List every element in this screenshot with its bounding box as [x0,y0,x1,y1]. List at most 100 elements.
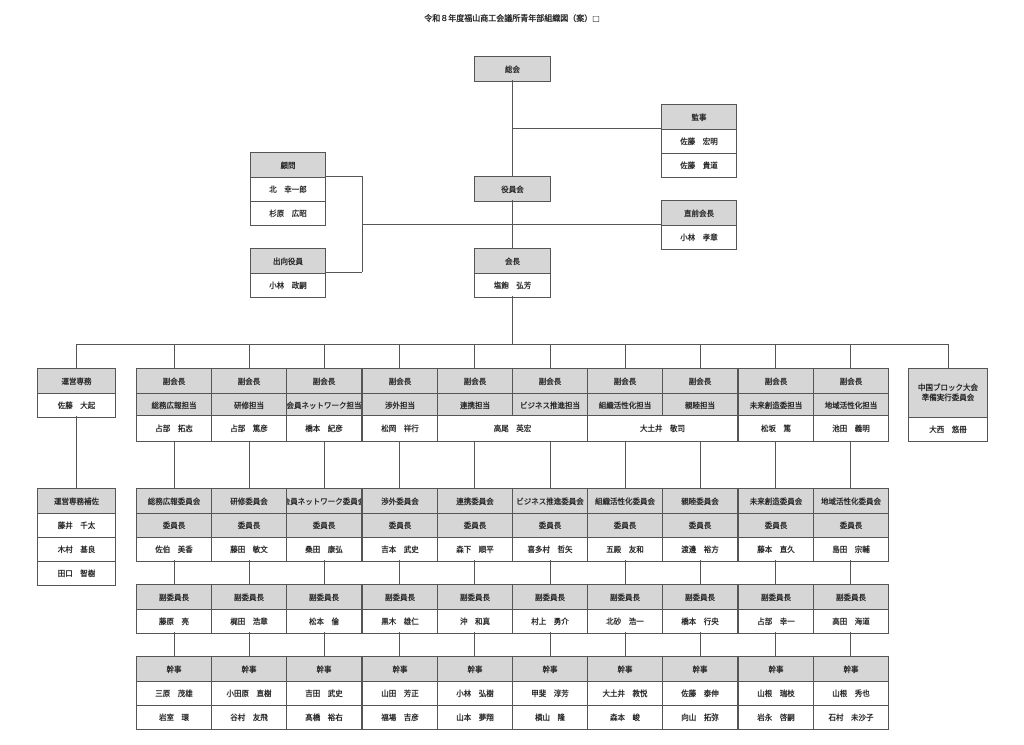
box-header: 副会長 [212,369,286,393]
auditors-box: 監事佐藤 宏明佐藤 貴道 [661,104,737,178]
member-name: 藤本 直久 [739,537,813,561]
box-header: 地域活性化担当 [814,393,888,417]
connector-line [76,416,78,488]
secretary-box: 幹事山田 芳正福場 吉彦 [362,656,438,730]
vice-president-box: 副会長総務広報担当 [136,368,212,418]
connector-line [399,632,401,656]
member-name: 大土井 敬司 [640,424,685,433]
vice-president-name: 高尾 英宏 [437,415,588,442]
box-header: 渉外担当 [363,393,437,417]
box-header: 委員長 [513,513,587,537]
member-name: 占部 拓志 [155,424,193,433]
member-name: 佐藤 宏明 [662,129,736,153]
box-header: 副委員長 [287,585,361,609]
box-header: 幹事 [588,657,662,681]
member-name: 山根 秀也 [814,681,888,705]
committee-box: 渉外委員会委員長吉本 武史 [362,488,438,562]
member-name: 山本 夢翔 [438,705,512,729]
box-header: 地域活性化委員会 [814,489,888,513]
connector-line [324,344,326,368]
committee-box: 未来創造委員会委員長藤本 直久 [738,488,814,562]
member-name: 大西 悠冊 [909,417,987,441]
member-name: 松坂 篤 [761,424,791,433]
connector-line [399,440,401,488]
vice-president-box: 副会長渉外担当 [362,368,438,418]
connector-line [550,344,552,368]
committee-box: 組織活性化委員会委員長五殿 友和 [587,488,663,562]
member-name: 塩飽 弘芳 [475,273,550,297]
vice-chair-box: 副委員長黒木 雄仁 [362,584,438,634]
connector-line [700,632,702,656]
member-name: 小田原 直樹 [212,681,286,705]
connector-line [700,344,702,368]
vice-chair-box: 副委員長高田 海道 [813,584,889,634]
page-title: 令和８年度福山商工会議所青年部組織図（案）□ [424,14,600,23]
box-header: 副会長 [513,369,587,393]
member-name: 梶田 浩章 [212,609,286,633]
member-name: 村上 勇介 [513,609,587,633]
box-header: 研修担当 [212,393,286,417]
box-header: 総務広報担当 [137,393,211,417]
vice-president-box: 副会長ビジネス推進担当 [512,368,588,418]
member-name: 小林 弘樹 [438,681,512,705]
box-header: 監事 [662,105,736,129]
board-box: 役員会 [474,176,551,202]
connector-line [474,632,476,656]
box-header: 運営専務 [38,369,115,393]
member-name: 森下 順平 [438,537,512,561]
box-header: 幹事 [663,657,737,681]
vice-president-name: 占部 拓志 [136,415,212,442]
box-header: 委員長 [212,513,286,537]
connector-line [325,272,362,274]
box-header: 副会長 [363,369,437,393]
connector-line [625,344,627,368]
connector-line [850,632,852,656]
member-name: 池田 義明 [832,424,870,433]
member-name: 木村 基良 [38,537,115,561]
vice-president-box: 副会長地域活性化担当 [813,368,889,418]
member-name: 黒木 雄仁 [363,609,437,633]
secretary-box: 幹事小田原 直樹谷村 友飛 [211,656,287,730]
member-name: 藤田 敏文 [212,537,286,561]
box-header: 総会 [475,57,550,81]
member-name: 髙橋 裕右 [287,705,361,729]
box-header: 会員ネットワーク担当 [287,393,361,417]
connector-line [948,344,950,368]
box-header: 幹事 [287,657,361,681]
connector-line [625,440,627,488]
member-name: 谷村 友飛 [212,705,286,729]
box-header: 研修委員会 [212,489,286,513]
member-name: 五殿 友和 [588,537,662,561]
member-name: 島田 宗輔 [814,537,888,561]
member-name: 甲斐 淳芳 [513,681,587,705]
vice-chair-box: 副委員長沖 和真 [437,584,513,634]
member-name: 橋本 行央 [663,609,737,633]
box-header: 副委員長 [363,585,437,609]
box-header: 副会長 [438,369,512,393]
member-name: 北 幸一郎 [251,177,325,201]
box-header: 未来創造委担当 [739,393,813,417]
box-header: 未来創造委員会 [739,489,813,513]
member-name: 沖 和真 [438,609,512,633]
member-name: 佐藤 大起 [38,393,115,417]
connector-line [474,440,476,488]
connector-line [700,560,702,584]
committee-box: 親睦委員会委員長渡邊 裕方 [662,488,738,562]
general-meeting-box: 総会 [474,56,551,82]
vice-chair-box: 副委員長藤原 亮 [136,584,212,634]
box-header: 副委員長 [513,585,587,609]
vice-president-box: 副会長未来創造委担当 [738,368,814,418]
connector-line [324,440,326,488]
box-header: 組織活性化委員会 [588,489,662,513]
secretary-box: 幹事佐藤 泰伸向山 拓弥 [662,656,738,730]
box-header: 会員ネットワーク委員会 [287,489,361,513]
connector-line [850,344,852,368]
box-header: 親睦委員会 [663,489,737,513]
vice-chair-box: 副委員長占部 幸一 [738,584,814,634]
member-name: 吉本 武史 [363,537,437,561]
secretary-box: 幹事吉田 武史髙橋 裕右 [286,656,362,730]
connector-line [550,560,552,584]
box-header: 組織活性化担当 [588,393,662,417]
member-name: 占部 篤彦 [230,424,268,433]
member-name: 三原 茂雄 [137,681,211,705]
